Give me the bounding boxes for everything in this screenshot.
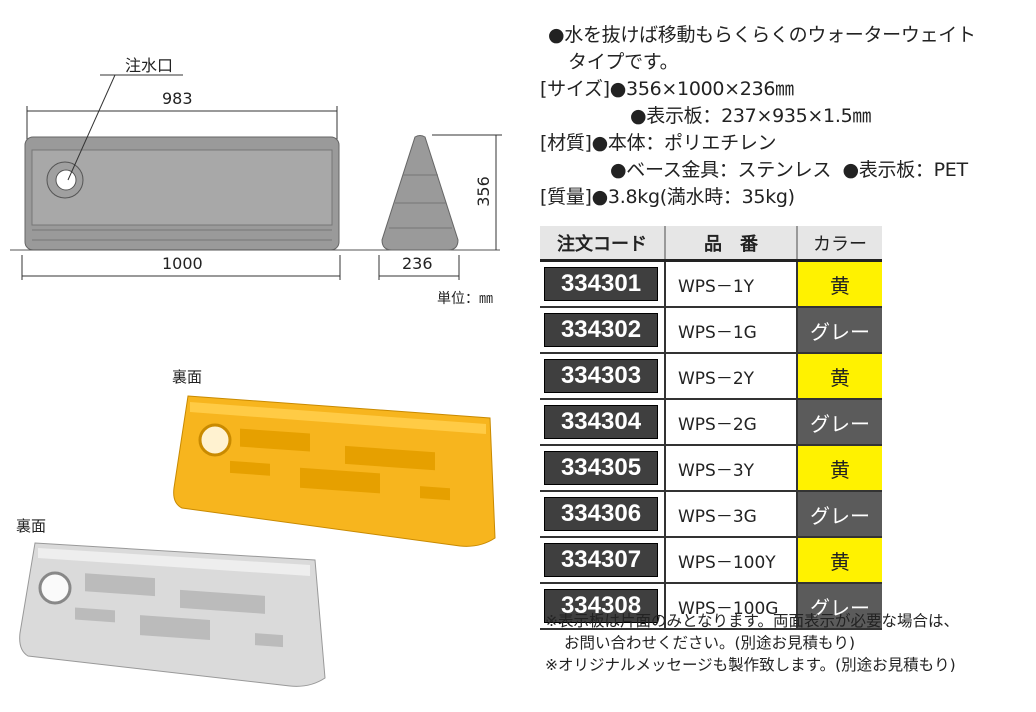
board-size: ●表示板：237×935×1.5㎜ bbox=[630, 105, 872, 127]
part-number: WPS－1Y bbox=[665, 260, 798, 308]
part-number: WPS－2Y bbox=[665, 353, 798, 400]
header-color: カラー bbox=[797, 226, 882, 262]
header-order-code: 注文コード bbox=[540, 226, 666, 262]
inlet-label: 注水口 bbox=[125, 56, 174, 75]
gray-barrier-photo bbox=[19, 542, 326, 687]
weight-label: [質量] bbox=[540, 186, 592, 208]
feature-line-2: タイプです。 bbox=[568, 51, 679, 73]
note-1-line-2: お問い合わせください。(別途お見積もり) bbox=[564, 634, 856, 652]
material-base: ●ベース金具：ステンレス bbox=[610, 159, 832, 181]
unit-label: 単位：㎜ bbox=[437, 291, 493, 307]
order-code: 334308 bbox=[544, 589, 658, 623]
spec-block: ●水を抜けば移動もらくらくのウォーターウェイト タイプです。 [サイズ]●356… bbox=[540, 22, 976, 211]
header-part-number: 品 番 bbox=[665, 226, 798, 262]
note-2: ※オリジナルメッセージも製作致します。(別途お見積もり) bbox=[545, 656, 956, 674]
order-code-cell: 334306 bbox=[540, 491, 666, 538]
gray-back-label: 裏面 bbox=[16, 517, 47, 535]
dim-983-label: 983 bbox=[162, 89, 193, 108]
color-cell: グレー bbox=[797, 307, 882, 354]
order-code: 334307 bbox=[544, 543, 658, 577]
table-header-row: 注文コード 品 番 カラー bbox=[540, 226, 882, 262]
part-number: WPS－2G bbox=[665, 399, 798, 446]
color-cell: 黄 bbox=[797, 353, 882, 400]
color-cell: グレー bbox=[797, 583, 882, 630]
part-number: WPS－3G bbox=[665, 491, 798, 538]
color-cell: グレー bbox=[797, 399, 882, 446]
dim-356-label: 356 bbox=[473, 176, 493, 207]
color-cell: グレー bbox=[797, 491, 882, 538]
part-number: WPS－3Y bbox=[665, 445, 798, 492]
weight-value: ●3.8kg(満水時：35kg) bbox=[591, 186, 795, 208]
dimension-drawing bbox=[10, 74, 502, 280]
order-code-cell: 334301 bbox=[540, 260, 666, 308]
order-code: 334306 bbox=[544, 497, 658, 531]
order-code-cell: 334308 bbox=[540, 583, 666, 630]
part-number: WPS－100G bbox=[665, 583, 798, 630]
side-view-body bbox=[381, 135, 459, 251]
order-code-cell: 334302 bbox=[540, 307, 666, 354]
dim-1000-label: 1000 bbox=[162, 254, 203, 273]
color-cell: 黄 bbox=[797, 445, 882, 492]
order-code: 334301 bbox=[544, 267, 658, 301]
front-view-panel bbox=[31, 149, 333, 226]
order-code: 334305 bbox=[544, 451, 658, 485]
color-cell: 黄 bbox=[797, 537, 882, 584]
order-code: 334304 bbox=[544, 405, 658, 439]
part-number: WPS－1G bbox=[665, 307, 798, 354]
material-label: [材質] bbox=[540, 132, 592, 154]
order-code-cell: 334303 bbox=[540, 353, 666, 400]
note-1-line-1: ※表示板は片面のみとなります。両面表示が必要な場合は、 bbox=[545, 612, 959, 630]
size-label: [サイズ] bbox=[540, 78, 610, 100]
notes: ※表示板は片面のみとなります。両面表示が必要な場合は、 お問い合わせください。(… bbox=[545, 610, 959, 676]
size-value: ●356×1000×236㎜ bbox=[609, 78, 794, 100]
feature-line-1: ●水を抜けば移動もらくらくのウォーターウェイト bbox=[548, 24, 976, 46]
yellow-back-label: 裏面 bbox=[172, 368, 203, 386]
dim-236-label: 236 bbox=[402, 254, 433, 273]
order-code-cell: 334304 bbox=[540, 399, 666, 446]
order-code-cell: 334305 bbox=[540, 445, 666, 492]
material-board: ●表示板：PET bbox=[842, 159, 969, 181]
order-code-cell: 334307 bbox=[540, 537, 666, 584]
order-code: 334302 bbox=[544, 313, 658, 347]
material-body: ●本体：ポリエチレン bbox=[591, 132, 777, 154]
yellow-barrier-photo bbox=[173, 395, 496, 547]
color-cell: 黄 bbox=[797, 260, 882, 308]
inlet-leader-line bbox=[67, 74, 116, 181]
order-code: 334303 bbox=[544, 359, 658, 393]
part-number: WPS－100Y bbox=[665, 537, 798, 584]
